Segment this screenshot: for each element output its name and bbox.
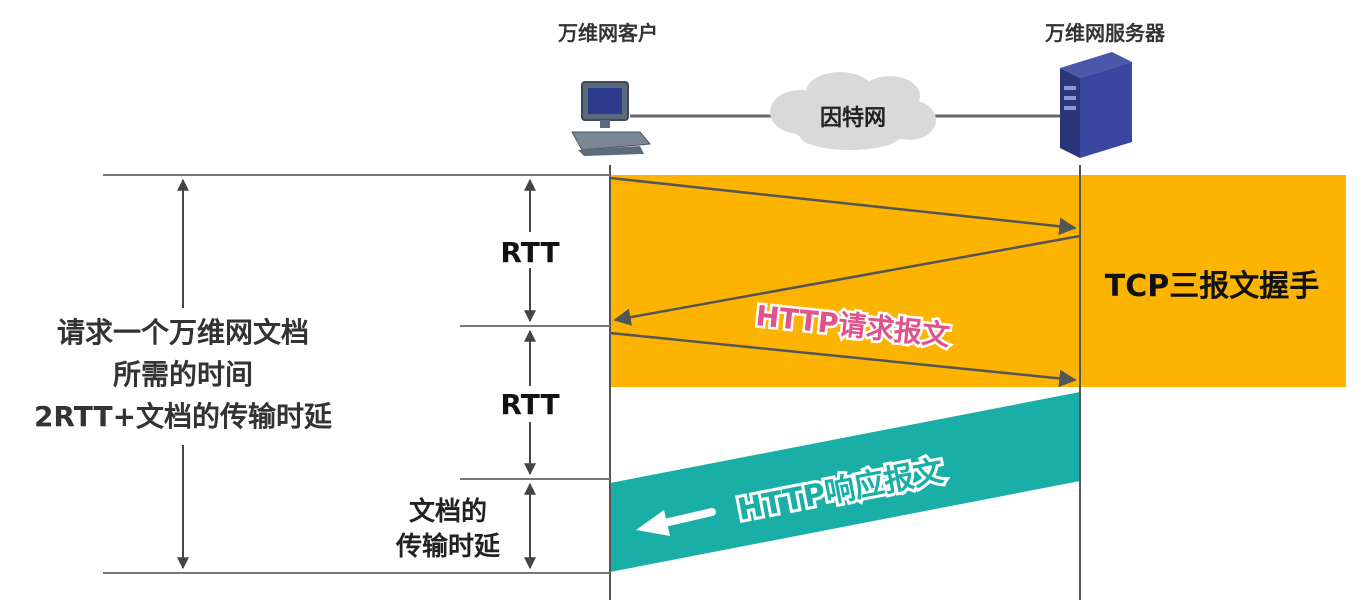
doc-delay-label-bg	[382, 490, 514, 564]
client-label: 万维网客户	[557, 21, 658, 45]
rtt1-label: RTT	[500, 236, 559, 269]
http-request-arrow	[609, 331, 1077, 388]
rtt2-label-bg	[488, 386, 572, 422]
response-region	[610, 392, 1080, 572]
rtt1-label-bg	[488, 232, 572, 268]
server-label: 万维网服务器	[1044, 21, 1166, 45]
desktop-computer-icon	[571, 81, 651, 156]
left-annotation-line2: 所需的时间	[113, 358, 253, 391]
handshake-label: TCP三报文握手	[1105, 269, 1319, 304]
left-annotation-bg	[20, 310, 350, 444]
cloud-icon	[770, 72, 936, 150]
left-annotation-line3: 2RTT+文档的传输时延	[34, 400, 333, 433]
rtt2-label: RTT	[500, 388, 559, 421]
syn-arrow	[609, 176, 1077, 236]
doc-delay-label-line2: 传输时延	[395, 531, 501, 562]
doc-delay-label-line1: 文档的	[409, 496, 487, 527]
server-tower-icon	[1060, 52, 1132, 158]
handshake-region	[610, 175, 1346, 387]
syn-ack-arrow	[613, 234, 1081, 326]
internet-label: 因特网	[820, 105, 886, 131]
left-arrow-icon	[636, 508, 716, 536]
left-annotation-line1: 请求一个万维网文档	[57, 316, 309, 349]
